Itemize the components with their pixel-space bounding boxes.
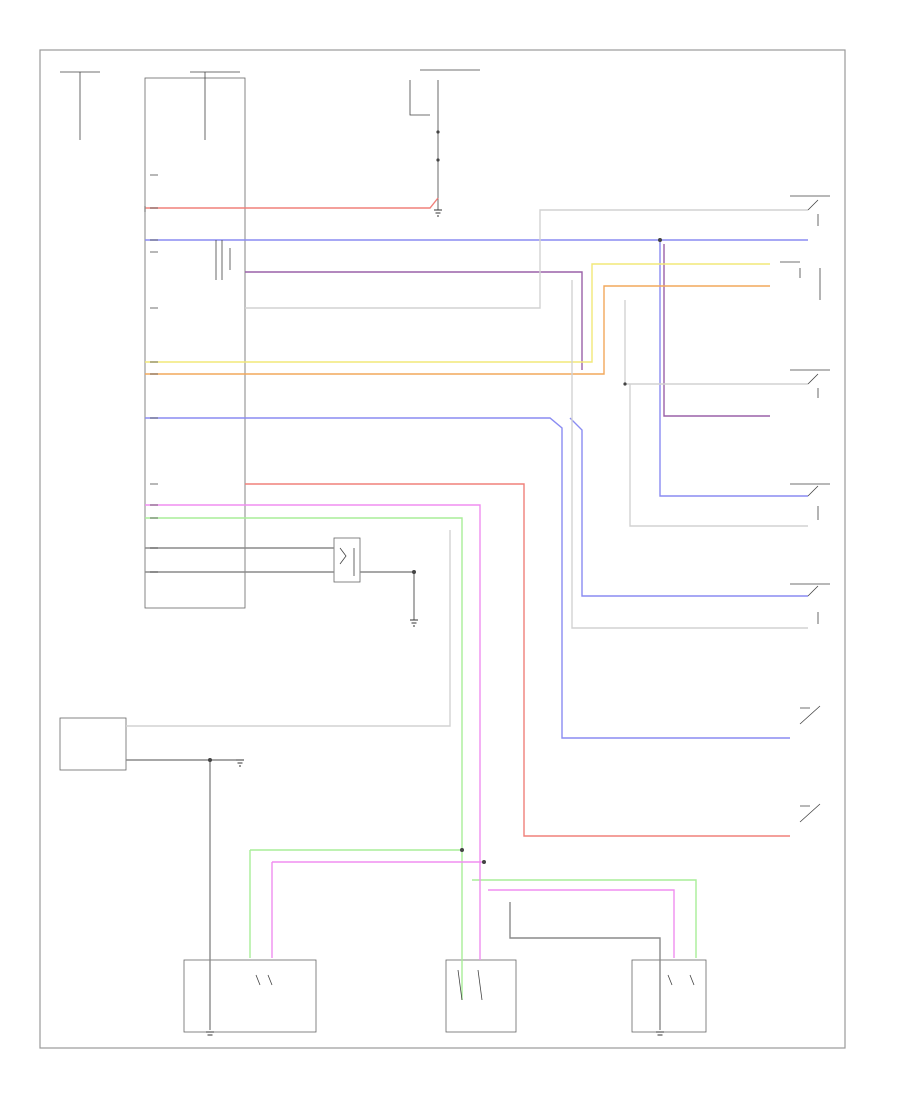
- small-relay-box: [333, 537, 361, 583]
- diagram-frame: [39, 49, 846, 1049]
- purple-wires: [245, 244, 770, 417]
- left-switch-box: [59, 717, 127, 771]
- pink-wires: [145, 504, 675, 960]
- top-fuse-stubs: [60, 69, 480, 210]
- mid-motor-box: [445, 959, 517, 1033]
- green-wires: [145, 517, 697, 1000]
- red-wires: [145, 197, 790, 837]
- light-grey-wires: [126, 209, 808, 727]
- junction-dots: [208, 130, 662, 864]
- main-control-unit-box: [144, 77, 246, 609]
- terminal-marks: [150, 174, 695, 1001]
- ground-symbols: [206, 209, 664, 1036]
- dark-wires: [126, 206, 661, 1030]
- left-motor-box: [183, 959, 317, 1033]
- right-motor-box: [631, 959, 707, 1033]
- yellow-orange-wires: [145, 263, 770, 375]
- right-switches: [780, 195, 830, 823]
- blue-wires: [145, 239, 808, 739]
